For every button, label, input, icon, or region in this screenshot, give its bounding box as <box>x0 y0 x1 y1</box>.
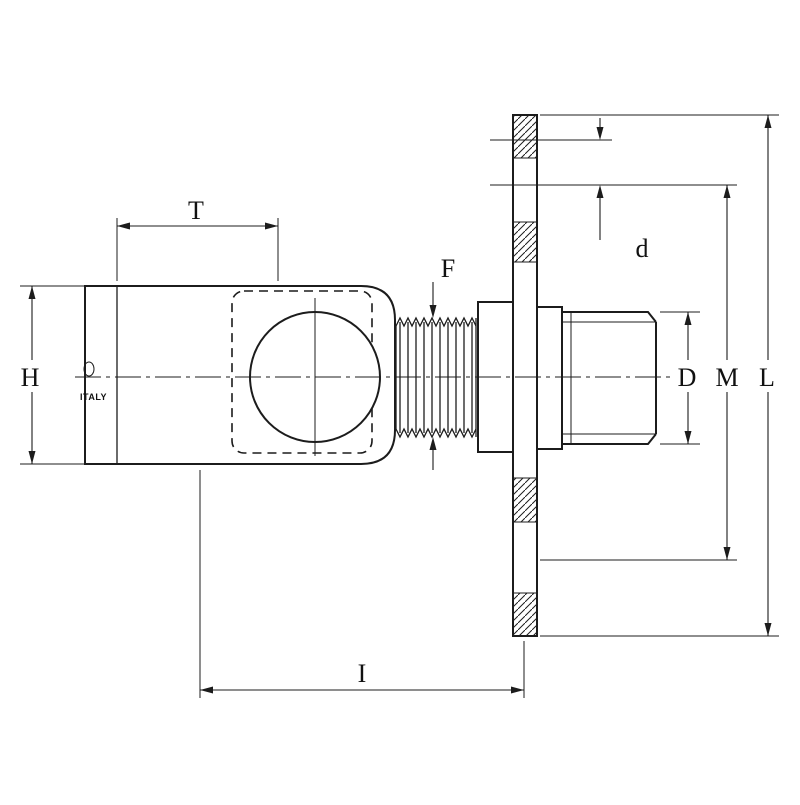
arrowhead <box>723 185 731 198</box>
dimension-M: M <box>540 185 744 561</box>
arrowhead <box>684 312 692 325</box>
arrowhead <box>764 115 772 128</box>
clamp-body: ITALY <box>80 285 396 465</box>
stud-outer-profile <box>562 311 657 445</box>
body-marking: ITALY <box>80 392 107 402</box>
dimension-label-h: H <box>21 363 40 392</box>
arrowhead <box>429 305 437 318</box>
dimension-D: D <box>660 311 702 445</box>
dimension-label-l: L <box>759 363 775 392</box>
arrowhead <box>723 547 731 560</box>
label-background <box>17 360 45 392</box>
dimension-d: d <box>490 118 737 263</box>
label-background <box>673 360 702 392</box>
dimension-label-t: T <box>188 196 204 225</box>
dimension-label-m: M <box>715 363 738 392</box>
set-screw <box>83 361 95 377</box>
dimension-T: T <box>116 196 279 281</box>
arrowhead <box>596 185 604 198</box>
hatch-band <box>514 222 536 262</box>
arrowhead <box>764 623 772 636</box>
dimension-label-i: I <box>358 659 367 688</box>
stud-root-lines <box>562 321 656 435</box>
dimension-L: L <box>540 114 781 637</box>
hatch-band <box>514 593 536 635</box>
arrowhead <box>596 127 604 140</box>
arrowhead <box>265 222 278 230</box>
arrowhead <box>117 222 130 230</box>
label-background <box>711 360 744 392</box>
right-thread <box>562 311 657 445</box>
arrowhead <box>511 686 524 694</box>
cylinder-outline <box>536 306 563 450</box>
dimension-label-big-d: D <box>678 363 697 392</box>
arrowhead <box>28 286 36 299</box>
right-cylinder <box>536 306 563 450</box>
dimension-label-f: F <box>441 254 455 283</box>
arrowhead <box>28 451 36 464</box>
dimension-H: H <box>17 285 85 465</box>
mounting-plate <box>512 114 538 637</box>
thread-crest-bottom <box>395 427 477 439</box>
dimension-I: I <box>199 470 525 698</box>
plate-outline <box>512 114 538 637</box>
hatch-band <box>514 116 536 158</box>
arrowhead <box>200 686 213 694</box>
arrowhead <box>684 431 692 444</box>
dimension-label-d: d <box>636 234 649 263</box>
thread-crest-top <box>395 316 477 328</box>
arrowhead <box>429 437 437 450</box>
label-background <box>754 360 781 392</box>
hatch-band <box>514 478 536 522</box>
dimension-F: F <box>429 254 455 470</box>
